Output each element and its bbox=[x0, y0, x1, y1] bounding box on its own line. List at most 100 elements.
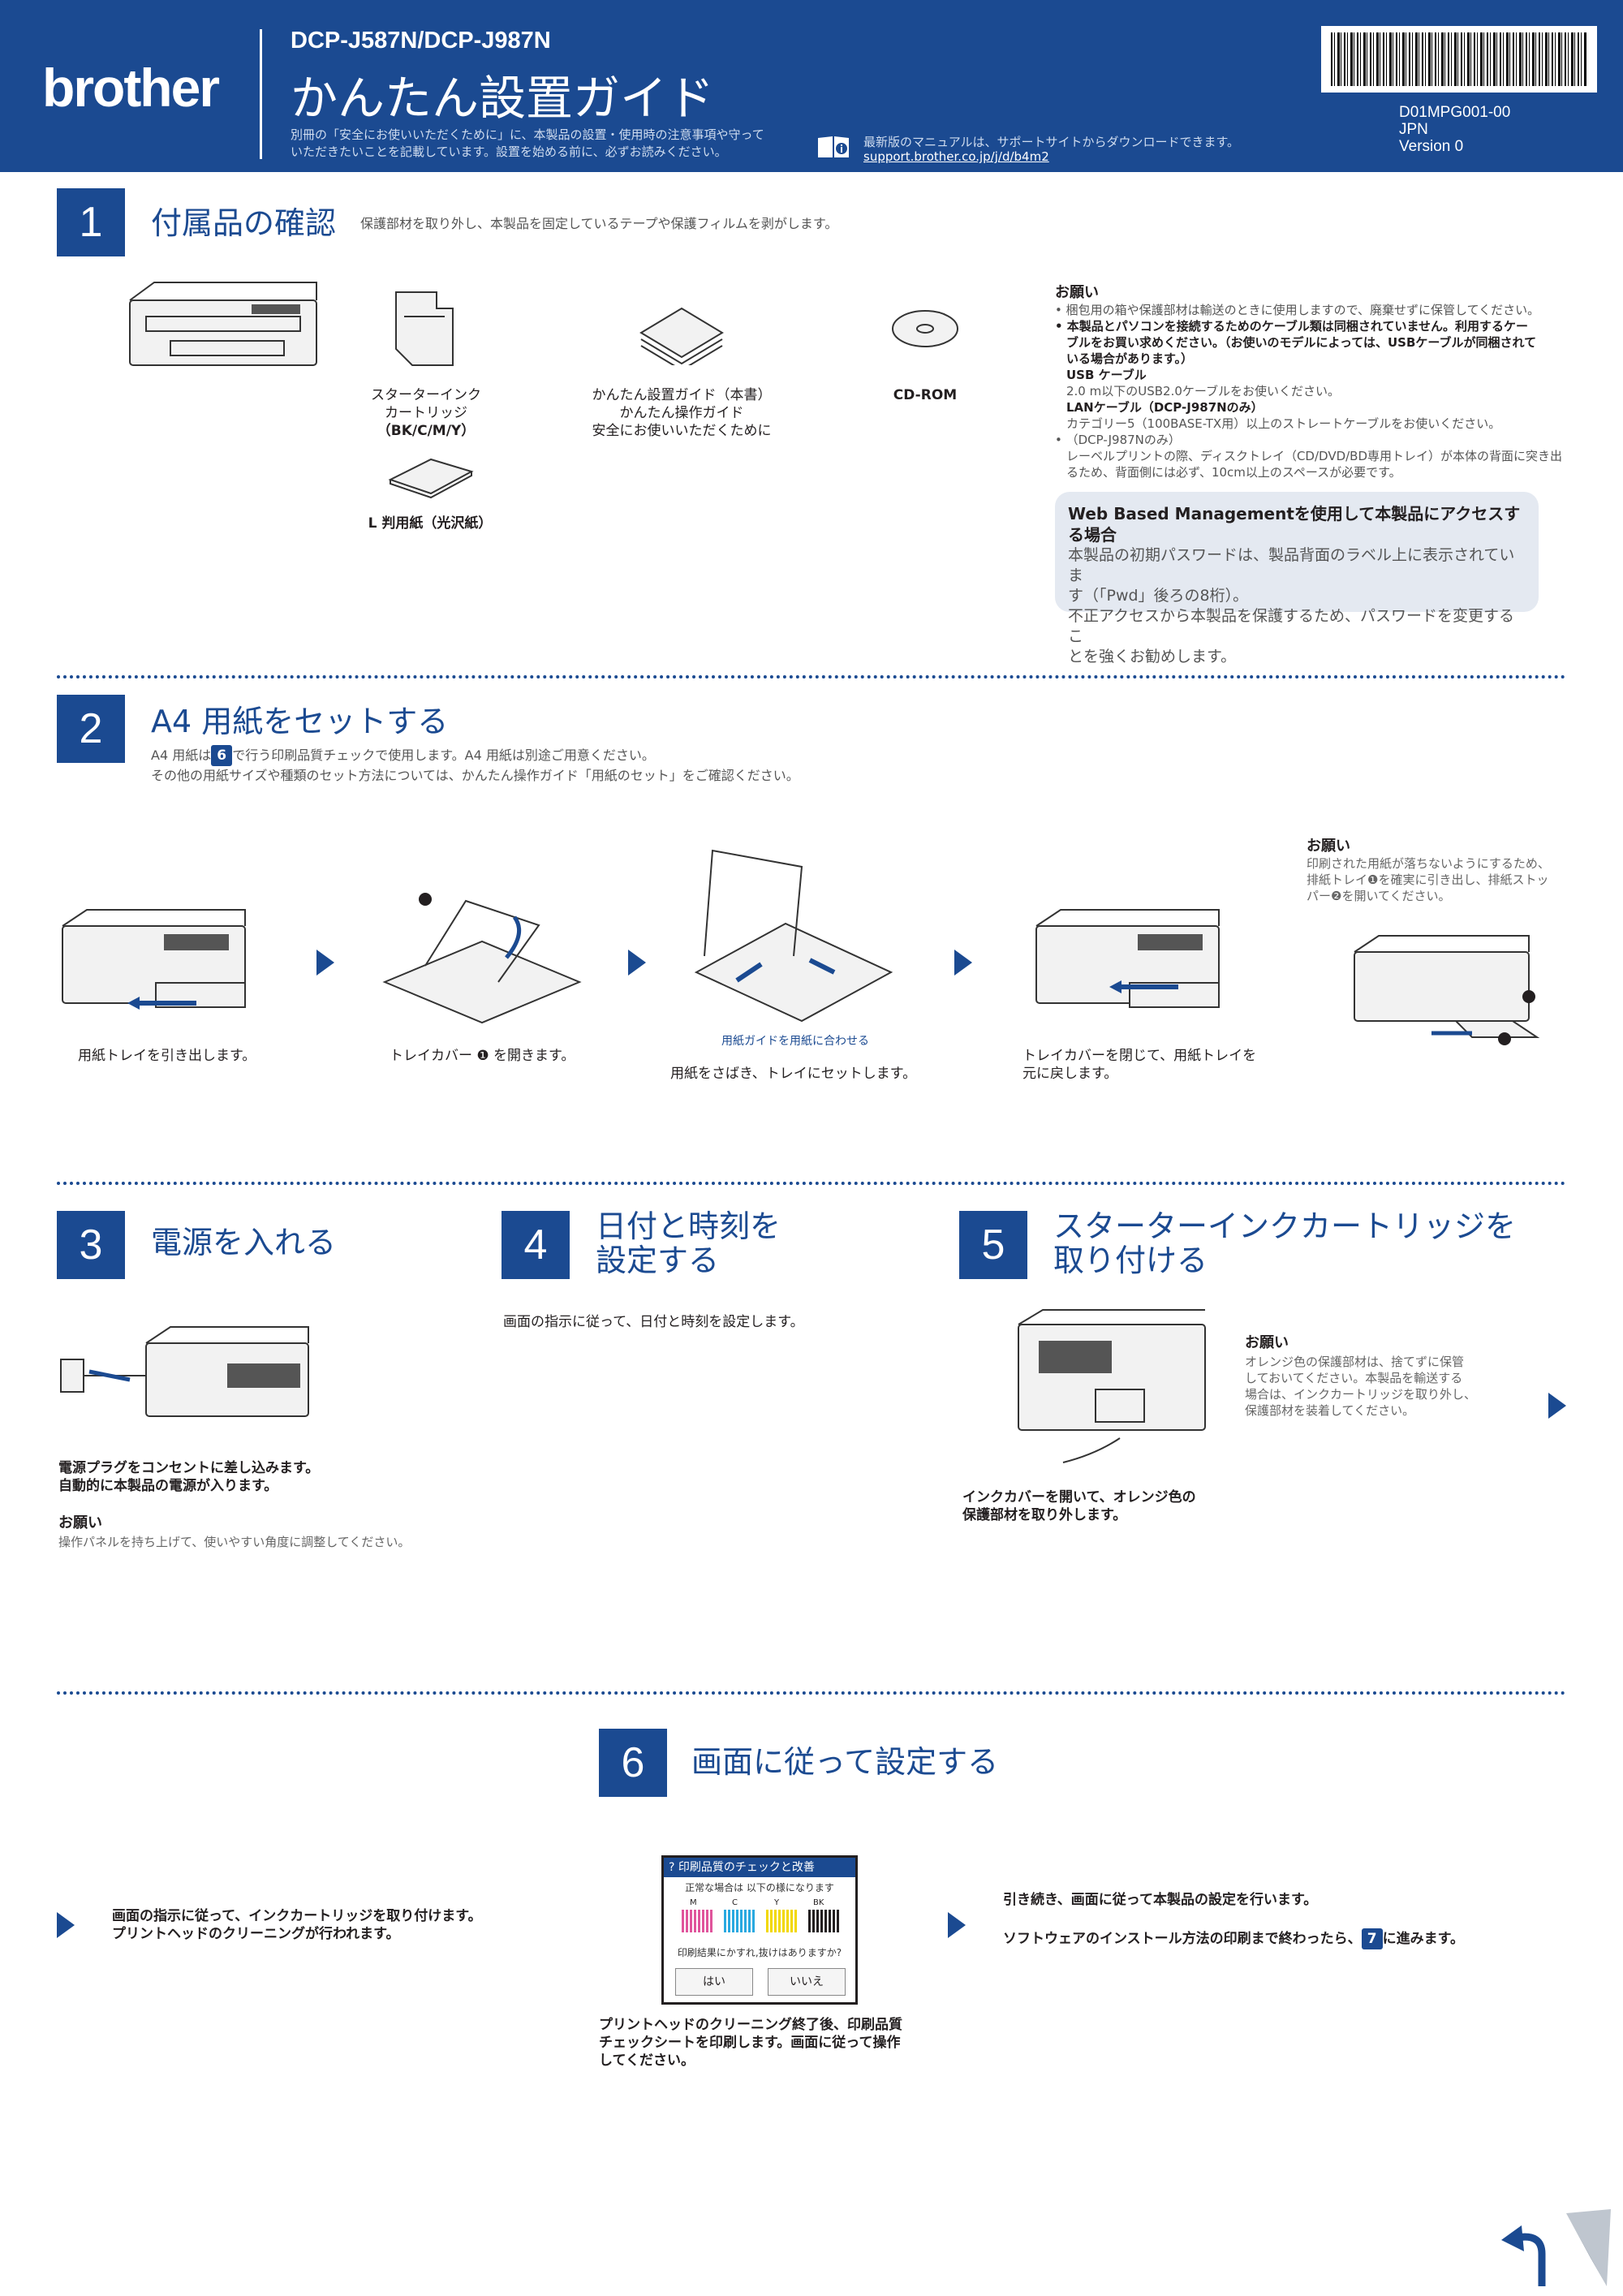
caption-text: ソフトウェアのインストール方法の印刷まで終わったら、 bbox=[1003, 1931, 1362, 1947]
magenta-pattern bbox=[682, 1910, 714, 1932]
lcd-no-button[interactable]: いいえ bbox=[768, 1968, 846, 1996]
cd-rom-caption: CD-ROM bbox=[893, 387, 958, 403]
step-1-notice-title: お願い bbox=[1055, 284, 1099, 301]
lcd-label-bk: BK bbox=[813, 1898, 824, 1907]
photo-paper-illustration bbox=[388, 458, 474, 499]
model-name: DCP-J587N/DCP-J987N bbox=[291, 28, 551, 54]
caption-line: トレイカバーを閉じて、用紙トレイを bbox=[1022, 1048, 1257, 1064]
notice-line: オレンジ色の保護部材は、捨てずに保管 bbox=[1245, 1355, 1465, 1369]
step-6-right-text-1: 引き続き、画面に従って本製品の設定を行います。 bbox=[1003, 1892, 1318, 1908]
caption-line: チェックシートを印刷します。画面に従って操作 bbox=[599, 2035, 901, 2051]
cyan-pattern bbox=[724, 1910, 756, 1932]
notice-line: 排紙トレイ❶を確実に引き出し、排紙ストッ bbox=[1307, 872, 1549, 887]
step-1-notice: • 梱包用の箱や保護部材は輸送のときに使用しますので、廃棄せずに保管してください… bbox=[1055, 302, 1574, 480]
documents-caption: かんたん設置ガイド（本書） かんたん操作ガイド 安全にお使いいただくために bbox=[552, 386, 812, 440]
caption-text: に進みます。 bbox=[1382, 1931, 1464, 1947]
step-2-caption-4: トレイカバーを閉じて、用紙トレイを 元に戻します。 bbox=[1022, 1047, 1256, 1083]
manual-book-icon bbox=[818, 136, 849, 157]
notice-line: パー❷を開いてください。 bbox=[1307, 889, 1451, 903]
notice-line: • （DCP-J987Nのみ） bbox=[1055, 433, 1181, 447]
step-5-notice-title: お願い bbox=[1245, 1334, 1289, 1351]
barcode-bars bbox=[1331, 32, 1587, 86]
step-3-notice: 操作パネルを持ち上げて、使いやすい角度に調整してください。 bbox=[58, 1535, 411, 1549]
support-url-link[interactable]: support.brother.co.jp/j/d/b4m2 bbox=[863, 149, 1049, 164]
step-5-caption: インクカバーを開いて、オレンジ色の 保護部材を取り外します。 bbox=[962, 1488, 1196, 1524]
step-6-left-text: 画面の指示に従って、インクカートリッジを取り付けます。 プリントヘッドのクリーニ… bbox=[112, 1907, 482, 1943]
step-arrow bbox=[948, 1912, 966, 1938]
notice-line: • 本製品とパソコンを接続するためのケーブル類は同梱されていません。利用するケー bbox=[1055, 319, 1529, 334]
step-4-title: 日付と時刻を 設定する bbox=[596, 1209, 781, 1277]
lan-cable-desc: カテゴリー5（100BASE-TX用）以上のストレートケーブルをお使いください。 bbox=[1066, 416, 1501, 431]
ink-cover-illustration bbox=[1018, 1309, 1206, 1463]
step-7-ref-badge[interactable]: 7 bbox=[1361, 1928, 1383, 1949]
ink-caption-line: （BK/C/M/Y） bbox=[377, 423, 476, 439]
step-2-badge: 2 bbox=[57, 695, 125, 763]
header-divider bbox=[260, 29, 262, 159]
step-6-ref-badge: 6 bbox=[211, 745, 233, 766]
step-1-badge: 1 bbox=[57, 188, 125, 256]
notice-line: いる場合があります。） bbox=[1066, 351, 1194, 366]
title-line: 日付と時刻を bbox=[596, 1208, 781, 1244]
lcd-yes-button[interactable]: はい bbox=[675, 1968, 753, 1996]
load-paper-illustration bbox=[694, 849, 893, 1023]
step-2-sub-text: A4 用紙は bbox=[151, 747, 212, 763]
next-arrow bbox=[1548, 1393, 1566, 1419]
caption-line: 自動的に本製品の電源が入ります。 bbox=[58, 1478, 278, 1494]
turn-page-icon[interactable] bbox=[1493, 2209, 1615, 2290]
help-icon: ? bbox=[669, 1861, 678, 1874]
usb-cable-label: USB ケーブル bbox=[1066, 368, 1147, 382]
header: brother DCP-J587N/DCP-J987N かんたん設置ガイド 別冊… bbox=[0, 0, 1623, 172]
notice-line: レーベルプリントの際、ディスクトレイ（CD/DVD/BD専用トレイ）が本体の背面… bbox=[1066, 449, 1563, 463]
ink-caption: スターターインク カートリッジ （BK/C/M/Y） bbox=[341, 386, 511, 440]
documents-caption-line: 安全にお使いいただくために bbox=[592, 423, 772, 439]
next-arrow bbox=[628, 950, 646, 976]
open-tray-cover-illustration bbox=[382, 893, 582, 1024]
barcode bbox=[1321, 26, 1597, 93]
lcd-label-y: Y bbox=[774, 1898, 780, 1907]
doc-code-lang: JPN bbox=[1399, 121, 1428, 138]
step-5-badge: 5 bbox=[959, 1211, 1027, 1279]
header-note-line: いただきたいことを記載しています。設置を始める前に、必ずお読みください。 bbox=[291, 144, 727, 159]
step-1-title: 付属品の確認 bbox=[151, 205, 337, 241]
documents-illustration bbox=[639, 307, 724, 365]
caption-line: プリントヘッドのクリーニングが行われます。 bbox=[112, 1926, 400, 1942]
notice-line: 保護部材を装着してください。 bbox=[1245, 1403, 1415, 1418]
next-arrow bbox=[954, 950, 972, 976]
section-divider bbox=[57, 1182, 1566, 1185]
web-box-line: とを強くお勧めします。 bbox=[1068, 648, 1237, 666]
lcd-screen: ? 印刷品質のチェックと改善 正常な場合は 以下の様になります M C Y BK… bbox=[661, 1855, 858, 2005]
web-based-management-box: Web Based Managementを使用して本製品にアクセスする場合 本製… bbox=[1055, 492, 1539, 666]
notice-line: しておいてください。本製品を輸送する bbox=[1245, 1371, 1463, 1385]
step-2-caption-2: トレイカバー ❶ を開きます。 bbox=[390, 1048, 575, 1064]
documents-caption-line: かんたん設置ガイド（本書） bbox=[592, 387, 772, 403]
ink-caption-line: カートリッジ bbox=[385, 405, 467, 421]
doc-code-version: Version 0 bbox=[1399, 138, 1464, 155]
lan-cable-label: LANケーブル（DCP-J987Nのみ） bbox=[1066, 400, 1264, 415]
photo-paper-caption: L 判用紙（光沢紙） bbox=[368, 515, 493, 532]
title-line: スターターインクカートリッジを bbox=[1053, 1208, 1517, 1244]
ink-cartridge-illustration bbox=[395, 291, 454, 366]
caption-line: 画面の指示に従って、インクカートリッジを取り付けます。 bbox=[112, 1908, 482, 1924]
brother-logo: brother bbox=[42, 58, 220, 118]
guide-title: かんたん設置ガイド bbox=[291, 71, 715, 126]
lcd-question: 印刷結果にかすれ,抜けはありますか? bbox=[677, 1947, 842, 1958]
lcd-label-c: C bbox=[732, 1898, 738, 1907]
printer-illustration bbox=[129, 282, 317, 366]
next-arrow bbox=[316, 950, 334, 976]
step-2-caption-3: 用紙をさばき、トレイにセットします。 bbox=[670, 1066, 917, 1082]
section-divider bbox=[57, 675, 1566, 678]
step-2-subtitle-2: その他の用紙サイズや種類のセット方法については、かんたん操作ガイド「用紙のセット… bbox=[151, 768, 799, 783]
output-tray-illustration bbox=[1354, 935, 1540, 1045]
caption-line: 保護部材を取り外します。 bbox=[962, 1507, 1127, 1523]
title-line: 取り付ける bbox=[1053, 1243, 1208, 1278]
step-6-mid-text: プリントヘッドのクリーニング終了後、印刷品質 チェックシートを印刷します。画面に… bbox=[599, 2016, 902, 2070]
download-text: 最新版のマニュアルは、サポートサイトからダウンロードできます。 bbox=[863, 135, 1240, 149]
step-2-notice-title: お願い bbox=[1307, 838, 1350, 855]
yellow-pattern bbox=[766, 1910, 799, 1932]
web-box-line: す（「Pwd」後ろの8桁）。 bbox=[1068, 587, 1249, 605]
step-3-title: 電源を入れる bbox=[151, 1225, 337, 1260]
lcd-subtitle: 正常な場合は 以下の様になります bbox=[685, 1882, 834, 1893]
step-2-guide-note: 用紙ガイドを用紙に合わせる bbox=[721, 1035, 869, 1048]
